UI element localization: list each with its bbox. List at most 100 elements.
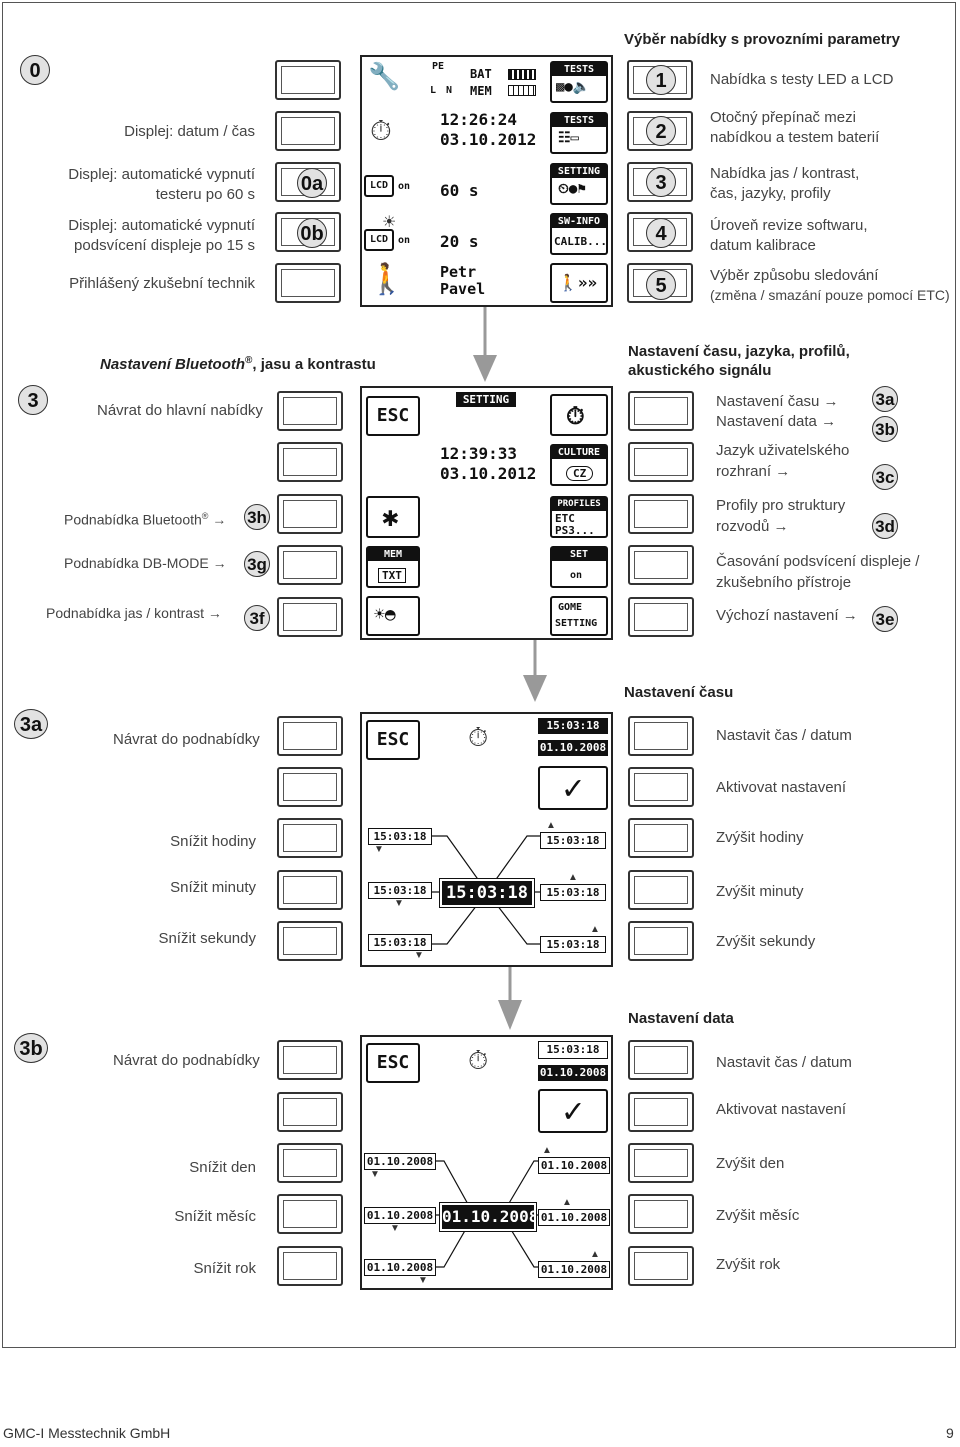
- softkey-s3-left-4[interactable]: [277, 545, 343, 585]
- time-setting-button[interactable]: ⏱: [550, 394, 608, 436]
- softkey-s3-left-3[interactable]: [277, 494, 343, 534]
- softkey-3b-left-3[interactable]: [277, 1143, 343, 1183]
- marker-3b-section: 3b: [14, 1033, 48, 1063]
- bluetooth-icon: ✱: [382, 500, 399, 533]
- softkey-3b-right-5[interactable]: [628, 1246, 694, 1286]
- softkey-s3-right-5[interactable]: [628, 597, 694, 637]
- softkey-3b-left-4[interactable]: [277, 1194, 343, 1234]
- esc-button[interactable]: ESC: [366, 396, 420, 436]
- softkey-s3-right-2[interactable]: [628, 442, 694, 482]
- softkey-s3-right-1[interactable]: [628, 391, 694, 431]
- softkey-s3-left-1[interactable]: [277, 391, 343, 431]
- technician-name-1: Petr: [440, 263, 477, 281]
- set-on-label: on: [570, 570, 583, 581]
- esc-button-time[interactable]: ESC: [366, 720, 420, 760]
- clock-flag-icon: ⏲●⚑: [558, 181, 586, 197]
- softkey-3a-left-4[interactable]: [277, 870, 343, 910]
- lcd-icon: LCD: [364, 175, 394, 197]
- label-decrease-hours: Snížit hodiny: [170, 833, 256, 850]
- date-screen-date: 01.10.2008: [538, 1065, 608, 1081]
- confirm-button-time[interactable]: ✓: [538, 766, 608, 810]
- softkey-3a-left-5[interactable]: [277, 921, 343, 961]
- calib-label: CALIB...: [554, 235, 607, 248]
- softkey-3b-left-1[interactable]: [277, 1040, 343, 1080]
- txt-label: TXT: [378, 568, 406, 583]
- softkey-3a-right-4[interactable]: [628, 870, 694, 910]
- softkey-3a-left-3[interactable]: [277, 818, 343, 858]
- swinfo-softbutton[interactable]: SW-INFO CALIB...: [550, 213, 608, 255]
- softkey-3a-left-1[interactable]: [277, 716, 343, 756]
- monitoring-softbutton[interactable]: 🚶»»: [550, 263, 608, 303]
- softkey-s3-right-4[interactable]: [628, 545, 694, 585]
- submenu-bt-text: Podnabídka Bluetooth: [64, 511, 202, 528]
- header-bt-prefix: Nastavení Bluetooth: [100, 356, 246, 373]
- tests-softbutton[interactable]: TESTS ▩●🔈: [550, 61, 608, 103]
- marker-3e: 3e: [872, 606, 898, 632]
- day-decrease-display: 01.10.2008: [364, 1153, 436, 1170]
- label-brightness-1: Nabídka jas / kontrast,: [710, 165, 860, 182]
- section-header-main: Výběr nabídky s provozními parametry: [624, 31, 900, 48]
- wrench-icon: 🔧: [368, 61, 401, 91]
- setting-date: 03.10.2012: [440, 464, 537, 483]
- esc-button-date[interactable]: ESC: [366, 1043, 420, 1083]
- date-screen-time: 15:03:18: [538, 1041, 608, 1059]
- softkey-s3-left-5[interactable]: [277, 597, 343, 637]
- softkey-left-5[interactable]: [275, 263, 341, 303]
- year-increase-display: 01.10.2008: [538, 1261, 610, 1278]
- softkey-3b-right-1[interactable]: [628, 1040, 694, 1080]
- softkey-3a-right-3[interactable]: [628, 818, 694, 858]
- softkey-left-2[interactable]: [275, 111, 341, 151]
- footer-company: GMC-I Messtechnik GmbH: [3, 1425, 171, 1441]
- softkey-s3-right-3[interactable]: [628, 494, 694, 534]
- timing-button[interactable]: SET on: [550, 546, 608, 588]
- softkey-3b-right-4[interactable]: [628, 1194, 694, 1234]
- time-header: 15:03:18: [538, 718, 608, 734]
- label-submenu-bt: Podnabídka Bluetooth® →: [64, 511, 227, 528]
- softkey-s3-left-2[interactable]: [277, 442, 343, 482]
- clock-icon: ⏱: [370, 115, 392, 146]
- tests-label-2: TESTS: [552, 114, 606, 127]
- up-arrow-date-icon-3: ▲: [590, 1249, 600, 1260]
- technician-icon: 🚶: [368, 263, 406, 296]
- auto-off-60s: 60 s: [440, 181, 479, 200]
- section-header-time: Nastavení času: [624, 684, 734, 701]
- label-software-1: Úroveň revize softwaru,: [710, 217, 868, 234]
- bluetooth-button[interactable]: ✱: [366, 496, 420, 538]
- tests-battery-softbutton[interactable]: TESTS ☷▭: [550, 112, 608, 154]
- softkey-3b-left-2[interactable]: [277, 1092, 343, 1132]
- l-label: L: [430, 85, 437, 96]
- label-language-2: rozhraní →: [716, 463, 791, 480]
- softkey-3a-left-2[interactable]: [277, 767, 343, 807]
- marker-3g: 3g: [244, 551, 270, 577]
- softkey-3b-right-3[interactable]: [628, 1143, 694, 1183]
- memory-icon: [508, 85, 536, 96]
- marker-3h: 3h: [244, 504, 270, 530]
- n-label: N: [446, 85, 453, 96]
- year-decrease-display: 01.10.2008: [364, 1259, 436, 1276]
- softkey-3a-right-5[interactable]: [628, 921, 694, 961]
- setting-softbutton[interactable]: SETTING ⏲●⚑: [550, 163, 608, 205]
- softkey-3a-right-1[interactable]: [628, 716, 694, 756]
- softkey-3b-left-5[interactable]: [277, 1246, 343, 1286]
- page-frame: [2, 2, 956, 1348]
- softkey-3a-right-2[interactable]: [628, 767, 694, 807]
- confirm-button-date[interactable]: ✓: [538, 1089, 608, 1133]
- softkey-3b-right-2[interactable]: [628, 1092, 694, 1132]
- month-increase-display: 01.10.2008: [538, 1209, 610, 1226]
- default-setting-label: SETTING: [555, 618, 598, 629]
- pe-label: PE: [432, 61, 445, 72]
- section-header-bt: Nastavení Bluetooth®, jasu a kontrastu: [100, 355, 376, 373]
- brightness-button[interactable]: ☀◓: [366, 596, 420, 636]
- label-decrease-month: Snížit měsíc: [174, 1208, 256, 1225]
- profiles-button[interactable]: PROFILES ETC PS3...: [550, 496, 608, 538]
- culture-button[interactable]: CULTURE CZ: [550, 444, 608, 486]
- led-lcd-icon: ▩●🔈: [556, 79, 591, 95]
- person-arrows-icon: 🚶»»: [558, 273, 598, 292]
- default-setting-button[interactable]: GOME SETTING: [550, 596, 608, 636]
- marker-4: 4: [646, 218, 676, 248]
- softkey-left-1[interactable]: [275, 60, 341, 100]
- dbmode-button[interactable]: MEM TXT: [366, 546, 420, 588]
- label-set-time-date: Nastavit čas / datum: [716, 727, 852, 744]
- seconds-increase-display: 15:03:18: [540, 936, 606, 953]
- label-backlight-1: Displej: automatické vypnutí: [68, 217, 255, 234]
